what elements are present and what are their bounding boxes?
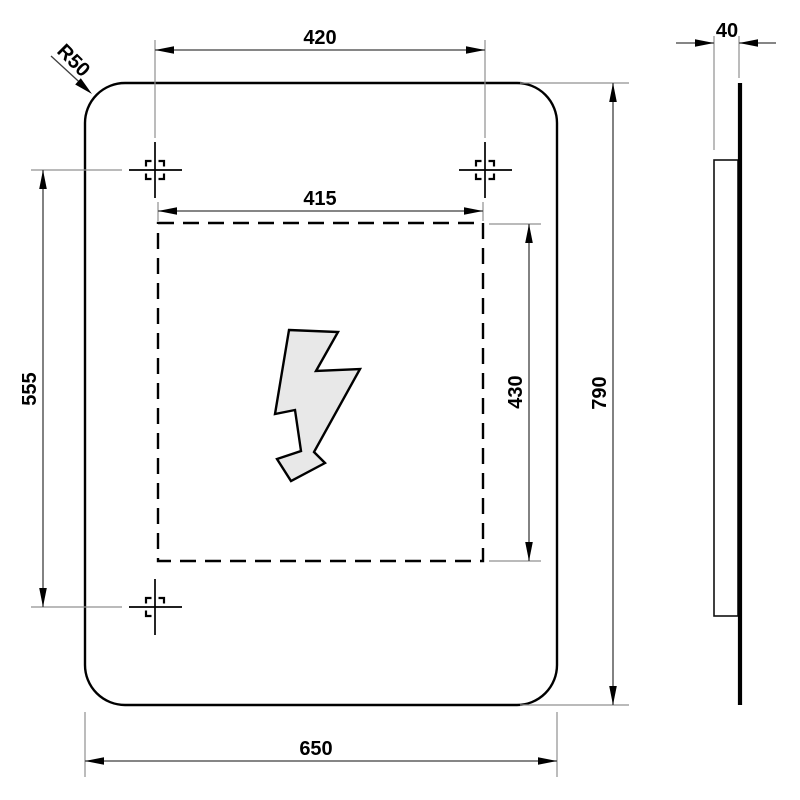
dim-label-overall-width: 650 <box>299 738 332 760</box>
arrowhead-up-icon <box>609 83 617 102</box>
extension-line <box>84 712 558 777</box>
arrowhead-up-icon <box>525 224 533 243</box>
arrowhead-down-icon <box>609 686 617 705</box>
arrowhead-right-icon <box>464 207 483 215</box>
dimension-cutout-height: 430 <box>489 223 541 562</box>
front-view <box>83 81 559 707</box>
extension-line <box>154 40 486 138</box>
arrowhead-leader-icon <box>75 78 92 94</box>
arrowhead-right-icon <box>695 39 714 47</box>
arrowhead-left-icon <box>85 757 104 765</box>
extension-line <box>520 82 629 706</box>
arrowhead-up-icon <box>39 170 47 189</box>
dim-label-depth: 40 <box>716 20 738 42</box>
arrowhead-left-icon <box>158 207 177 215</box>
extension-line <box>31 169 122 608</box>
dim-label-overall-height: 790 <box>589 376 611 409</box>
panel-outline <box>83 81 559 707</box>
extension-line <box>713 36 740 150</box>
dimension-hole-spacing-width: 420 <box>154 27 486 138</box>
cutout-dashed-outline <box>156 221 485 563</box>
side-view-housing-outline <box>713 159 739 617</box>
hole-square-icon <box>144 159 166 181</box>
dimension-hole-spacing-height: 555 <box>19 169 122 608</box>
mounting-hole-marker-top-right <box>459 142 512 198</box>
arrowhead-down-icon <box>525 542 533 561</box>
dimension-overall-height: 790 <box>520 82 629 706</box>
dim-label-hole-spacing-width: 420 <box>303 27 336 49</box>
dim-label-hole-spacing-height: 555 <box>19 372 41 405</box>
dimension-corner-radius: R50 <box>50 40 94 94</box>
arrowhead-left-icon <box>155 46 174 54</box>
arrowhead-right-icon <box>538 757 557 765</box>
hole-square-icon <box>474 159 496 181</box>
arrowhead-right-icon <box>466 46 485 54</box>
arrowhead-down-icon <box>39 588 47 607</box>
dimension-depth: 40 <box>676 20 776 150</box>
extension-line <box>489 223 541 562</box>
arrowhead-left-icon <box>739 39 758 47</box>
dimension-overall-width: 650 <box>84 712 558 777</box>
hole-square-icon <box>144 596 166 618</box>
mounting-hole-marker-bottom-left <box>129 579 182 635</box>
dim-label-cutout-height: 430 <box>505 375 527 408</box>
dim-label-cutout-width: 415 <box>303 188 336 210</box>
side-view: 40 <box>676 20 776 705</box>
dim-label-corner-radius: R50 <box>52 40 94 82</box>
dimension-cutout-width: 415 <box>157 188 484 221</box>
mounting-hole-marker-top-left <box>129 142 182 198</box>
lightning-bolt-icon <box>273 328 363 483</box>
